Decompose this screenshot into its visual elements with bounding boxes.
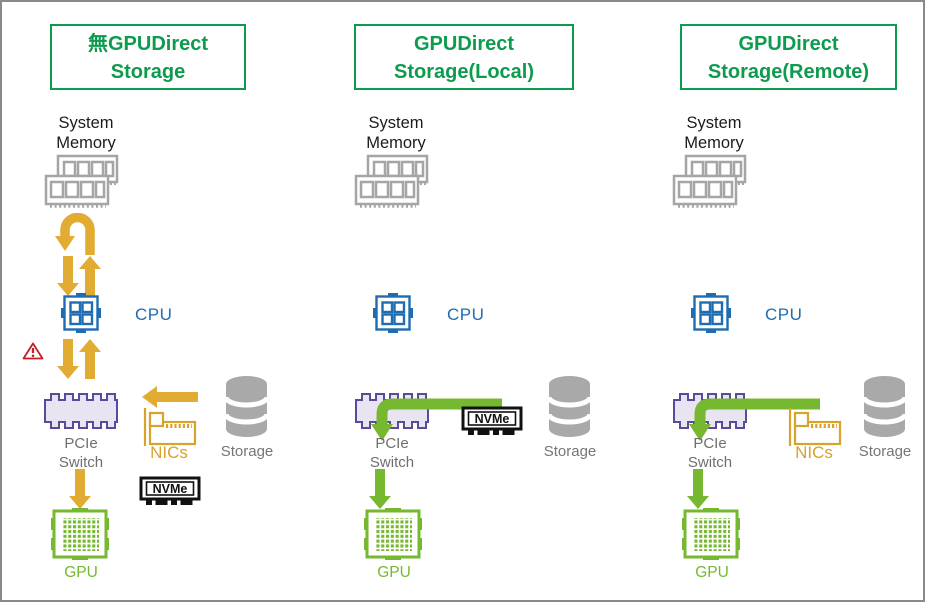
cpu-label: CPU [765, 305, 803, 324]
arrow-storage-to-nic [142, 386, 198, 408]
warning-icon [22, 342, 44, 360]
ram-icon [672, 154, 747, 208]
cpu-label: CPU [447, 305, 485, 324]
nics-label: NICs [150, 443, 188, 462]
nic-icon [788, 408, 842, 446]
system-memory-label: System Memory [366, 114, 426, 153]
nics-label: NICs [795, 443, 833, 462]
title-line1: GPUDirect [738, 33, 839, 55]
title-line1: GPUDirect [413, 33, 515, 55]
pcie-switch-label: PCIe Switch [58, 435, 104, 472]
pcie-switch-label: PCIe Switch [687, 435, 733, 472]
storage-icon [547, 376, 592, 437]
cpu-label: CPU [135, 305, 173, 324]
nvme-icon: NVMe [461, 406, 523, 435]
ram-icon [44, 154, 119, 208]
gpu-icon [682, 508, 740, 560]
title-line2: Storage(Local) [393, 61, 535, 84]
ram-icon [354, 154, 429, 208]
direct-path-arrow-icon [689, 398, 820, 441]
pcie-switch-label: PCIe Switch [369, 435, 415, 472]
storage-label: Storage [858, 443, 912, 460]
arrow-pcie-to-gpu [69, 469, 91, 509]
arrow-cpu-to-memory [79, 256, 101, 296]
pcie-switch-icon [44, 393, 118, 429]
gpu-icon [51, 508, 109, 560]
nvme-label: NVMe [475, 412, 510, 426]
nic-icon [143, 408, 197, 446]
direct-path-arrow-icon [371, 398, 502, 441]
system-memory-label: System Memory [56, 114, 116, 153]
gpu-label: GPU [64, 564, 98, 581]
nvme-label: NVMe [153, 482, 188, 496]
arrow-pcie-to-cpu [79, 339, 101, 379]
column-title-gds-local: GPUDirect Storage(Local) [354, 24, 574, 90]
gpu-icon [364, 508, 422, 560]
storage-label: Storage [220, 443, 274, 460]
gpu-label: GPU [695, 564, 729, 581]
storage-label: Storage [543, 443, 597, 460]
title-line2: Storage [110, 61, 186, 84]
storage-icon [862, 376, 907, 437]
memory-bounce-arrow-icon [55, 213, 95, 255]
title-line1: 無GPUDirect [87, 33, 209, 55]
cpu-icon [691, 293, 731, 333]
system-memory-label: System Memory [684, 114, 744, 153]
title-line2: Storage(Remote) [707, 61, 870, 84]
arrow-memory-to-cpu [57, 256, 79, 296]
storage-icon [224, 376, 269, 437]
arrow-pcie-to-gpu [369, 469, 391, 509]
arrow-pcie-to-gpu [687, 469, 709, 509]
gpu-label: GPU [377, 564, 411, 581]
column-title-no-gds: 無GPUDirect Storage [50, 24, 246, 90]
nvme-icon: NVMe [139, 476, 201, 505]
column-title-gds-remote: GPUDirect Storage(Remote) [680, 24, 897, 90]
cpu-icon [373, 293, 413, 333]
cpu-icon [61, 293, 101, 333]
arrow-cpu-to-pcie [57, 339, 79, 379]
